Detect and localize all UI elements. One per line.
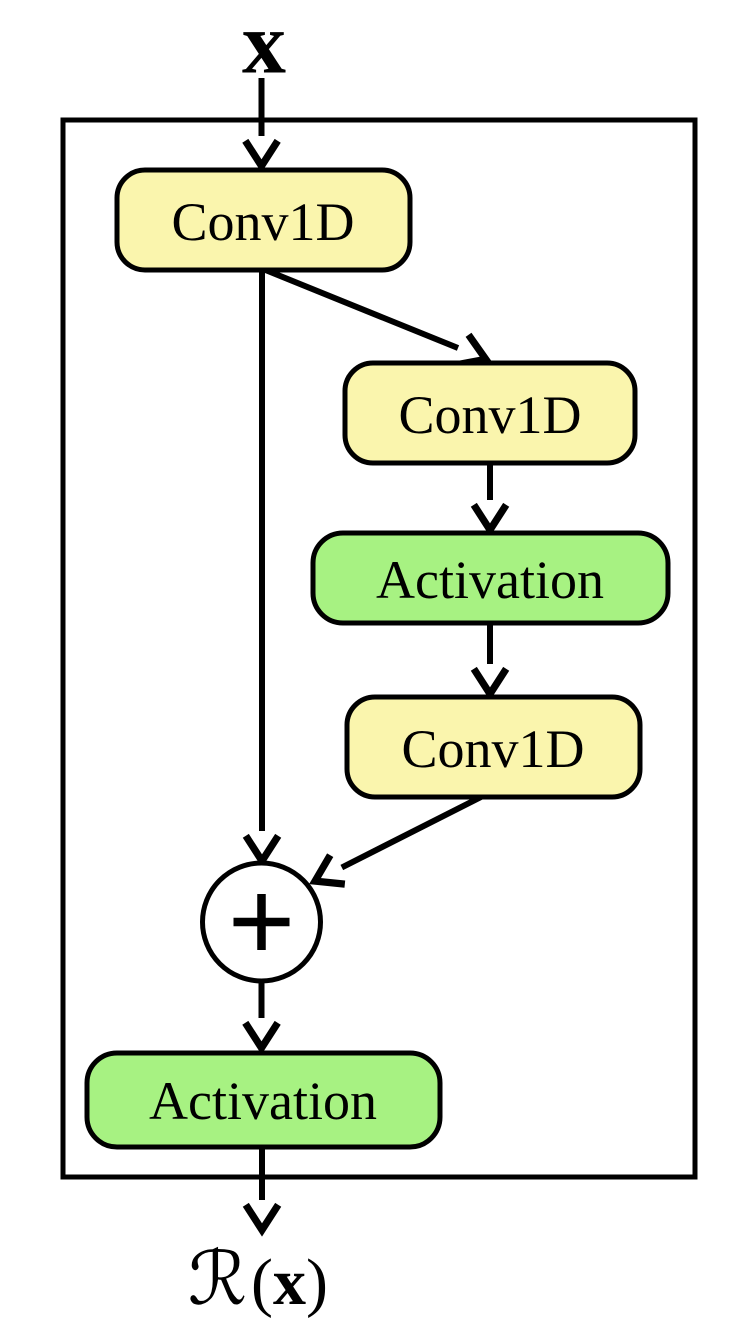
input-label: x <box>242 0 286 93</box>
output-arg-x: x <box>273 1246 306 1319</box>
output-label: ℛ(x) <box>188 1236 328 1322</box>
output-script-r: ℛ <box>188 1236 247 1322</box>
output-open-paren: ( <box>251 1246 273 1319</box>
node-conv3: Conv1D <box>344 694 643 800</box>
activation2-box <box>84 1050 443 1150</box>
activation1-label: Activation <box>376 550 604 610</box>
block-boundary <box>60 117 698 1180</box>
node-sum <box>200 860 323 984</box>
node-activation2: Activation <box>84 1050 443 1150</box>
conv3-label: Conv1D <box>401 719 584 779</box>
output-close-paren: ) <box>306 1246 328 1319</box>
conv3-box <box>344 694 643 800</box>
conv1-label: Conv1D <box>171 192 354 252</box>
activation2-label: Activation <box>149 1071 377 1131</box>
arrow-conv1-to-conv2 <box>261 266 492 369</box>
node-conv2: Conv1D <box>342 360 638 466</box>
conv1-box <box>114 167 413 273</box>
conv2-box <box>342 360 638 466</box>
plus-icon <box>233 894 290 950</box>
node-conv1: Conv1D <box>114 167 413 273</box>
conv2-label: Conv1D <box>398 385 581 445</box>
node-activation1: Activation <box>310 530 671 626</box>
activation1-box <box>310 530 671 626</box>
arrow-conv3-to-sum <box>309 794 483 888</box>
